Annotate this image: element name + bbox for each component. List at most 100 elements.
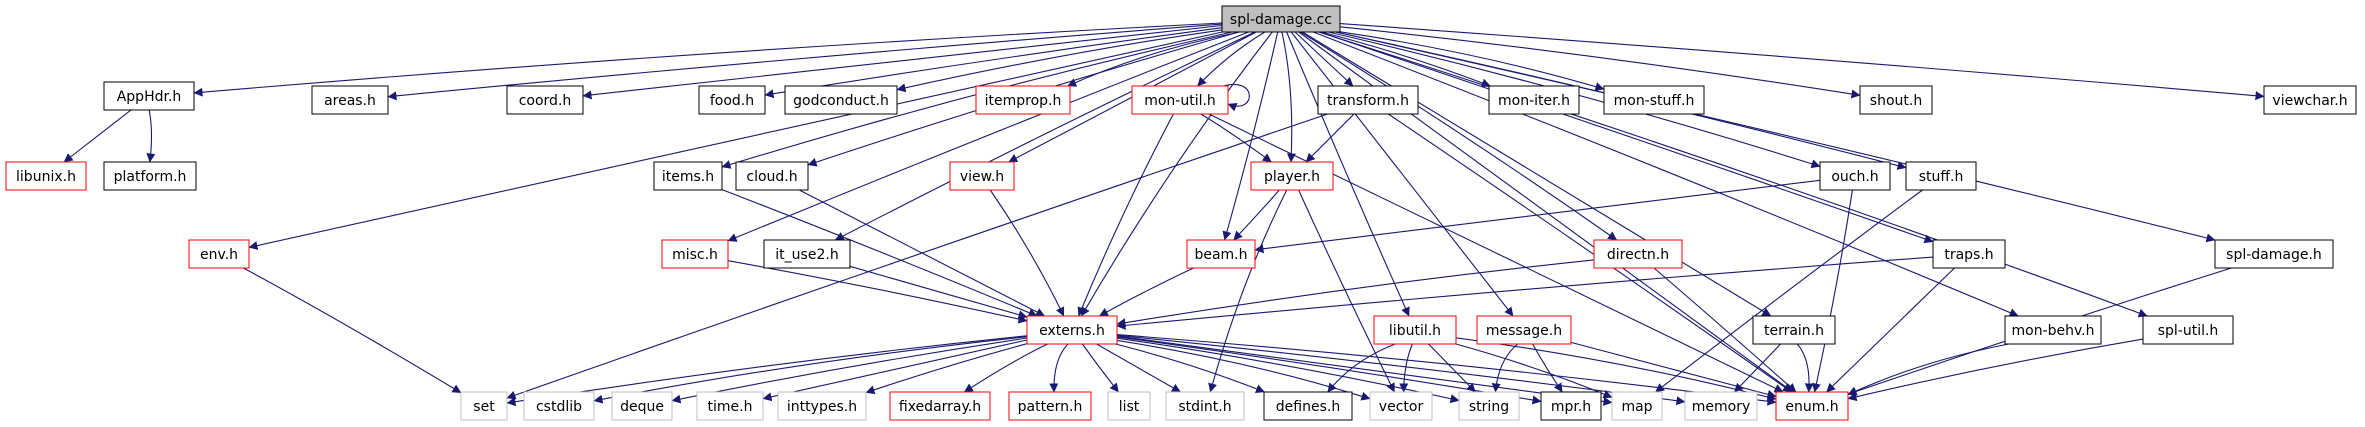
node-label: player.h (1264, 169, 1320, 185)
edge-message-h-to-enum-h (1570, 341, 1777, 399)
node-message-h[interactable]: message.h (1476, 315, 1572, 345)
node-box (103, 81, 195, 111)
node-mpr-h[interactable]: mpr.h (1540, 391, 1602, 421)
node-box (1488, 85, 1580, 115)
node-list[interactable]: list (1107, 391, 1151, 421)
node-inttypes-h[interactable]: inttypes.h (777, 391, 867, 421)
node-areas-h[interactable]: areas.h (311, 85, 389, 115)
node-it-use2-h[interactable]: it_use2.h (763, 239, 851, 269)
edge-externs-h-to-list (1082, 343, 1119, 393)
edge-libutil-h-to-vector (1399, 343, 1413, 393)
node-items-h[interactable]: items.h (653, 161, 723, 191)
node-player-h[interactable]: player.h (1250, 161, 1334, 191)
node-label: mon-behv.h (2011, 323, 2094, 339)
edge-spl-damage-cc-to-terrain-h (1302, 31, 1772, 317)
node-stdint-h[interactable]: stdint.h (1165, 391, 1245, 421)
node-label: directn.h (1607, 247, 1669, 263)
node-view-h[interactable]: view.h (949, 161, 1015, 191)
node-label: spl-damage.h (2226, 247, 2322, 263)
node-label: env.h (200, 247, 238, 263)
node-viewchar-h[interactable]: viewchar.h (2263, 85, 2357, 115)
node-box (1369, 391, 1433, 421)
node-mon-behv-h[interactable]: mon-behv.h (2004, 315, 2102, 345)
node-box (735, 161, 809, 191)
node-transform-h[interactable]: transform.h (1317, 85, 1419, 115)
node-time-h[interactable]: time.h (696, 391, 764, 421)
edge-spl-damage-cc-to-it-use2-h (834, 31, 1256, 241)
node-deque[interactable]: deque (611, 391, 673, 421)
node-env-h[interactable]: env.h (188, 239, 250, 269)
node-misc-h[interactable]: misc.h (661, 239, 729, 269)
node-label: itemprop.h (985, 93, 1062, 109)
node-box (1684, 391, 1758, 421)
node-spl-util-h[interactable]: spl-util.h (2142, 315, 2234, 345)
node-label: defines.h (1276, 399, 1340, 415)
node-externs-h[interactable]: externs.h (1026, 315, 1118, 345)
node-cloud-h[interactable]: cloud.h (735, 161, 809, 191)
node-apphdr-h[interactable]: AppHdr.h (103, 81, 195, 111)
node-food-h[interactable]: food.h (698, 85, 766, 115)
node-shout-h[interactable]: shout.h (1859, 85, 1933, 115)
node-stuff-h[interactable]: stuff.h (1905, 161, 1977, 191)
node-mon-stuff-h[interactable]: mon-stuff.h (1603, 85, 1705, 115)
edge-externs-h-to-vector (1116, 339, 1371, 401)
node-spl-damage-h[interactable]: spl-damage.h (2214, 239, 2334, 269)
node-libunix-h[interactable]: libunix.h (5, 161, 87, 191)
edge-externs-h-to-time-h (762, 339, 1028, 402)
edge-spl-damage-cc-to-areas-h (387, 23, 1223, 101)
node-box (777, 391, 867, 421)
node-label: it_use2.h (775, 247, 838, 263)
node-label: cstdlib (536, 399, 582, 415)
node-box (611, 391, 673, 421)
node-box (188, 239, 250, 269)
node-itemprop-h[interactable]: itemprop.h (975, 85, 1071, 115)
edge-spl-damage-cc-to-shout-h (1339, 26, 1861, 99)
edge-spl-damage-cc-to-libutil-h (1286, 31, 1410, 317)
node-mon-util-h[interactable]: mon-util.h (1131, 85, 1229, 115)
node-terrain-h[interactable]: terrain.h (1752, 315, 1836, 345)
node-box (1593, 239, 1683, 269)
edge-message-h-to-string (1491, 343, 1518, 393)
node-box (1905, 161, 1977, 191)
node-box (523, 391, 595, 421)
edge-ouch-h-to-enum-h (1812, 189, 1853, 393)
edge-spl-damage-cc-to-spl-damage-h (1335, 31, 2216, 243)
node-directn-h[interactable]: directn.h (1593, 239, 1683, 269)
edge-traps-h-to-enum-h (1826, 267, 1955, 393)
node-fixedarray-h[interactable]: fixedarray.h (889, 391, 991, 421)
node-mon-iter-h[interactable]: mon-iter.h (1488, 85, 1580, 115)
node-spl-damage-cc[interactable]: spl-damage.cc (1221, 5, 1341, 33)
node-label: mon-iter.h (1498, 93, 1570, 109)
node-beam-h[interactable]: beam.h (1186, 239, 1256, 269)
node-enum-h[interactable]: enum.h (1775, 391, 1849, 421)
node-vector[interactable]: vector (1369, 391, 1433, 421)
node-ouch-h[interactable]: ouch.h (1819, 161, 1891, 191)
node-memory[interactable]: memory (1684, 391, 1758, 421)
node-platform-h[interactable]: platform.h (103, 161, 197, 191)
node-defines-h[interactable]: defines.h (1263, 391, 1353, 421)
node-label: inttypes.h (787, 399, 857, 415)
node-box (1611, 391, 1663, 421)
node-set[interactable]: set (460, 391, 508, 421)
node-godconduct-h[interactable]: godconduct.h (784, 85, 898, 115)
node-label: stdint.h (1178, 399, 1231, 415)
node-traps-h[interactable]: traps.h (1932, 239, 2006, 269)
node-pattern-h[interactable]: pattern.h (1008, 391, 1092, 421)
node-cstdlib[interactable]: cstdlib (523, 391, 595, 421)
edge-items-h-to-externs-h (721, 189, 1038, 317)
edge-stuff-h-to-map (1655, 189, 1923, 393)
node-box (2004, 315, 2102, 345)
node-label: deque (620, 399, 664, 415)
node-libutil-h[interactable]: libutil.h (1373, 315, 1457, 345)
node-box (1026, 315, 1118, 345)
edge-externs-h-to-defines-h (1115, 343, 1265, 394)
node-box (1819, 161, 1891, 191)
node-box (1186, 239, 1256, 269)
edge-libutil-h-to-map (1455, 343, 1613, 399)
node-coord-h[interactable]: coord.h (506, 85, 584, 115)
node-string[interactable]: string (1458, 391, 1520, 421)
edge-externs-h-to-stdint-h (1096, 343, 1181, 393)
node-box (1250, 161, 1334, 191)
node-map[interactable]: map (1611, 391, 1663, 421)
edge-spl-damage-cc-to-godconduct-h (896, 29, 1223, 93)
